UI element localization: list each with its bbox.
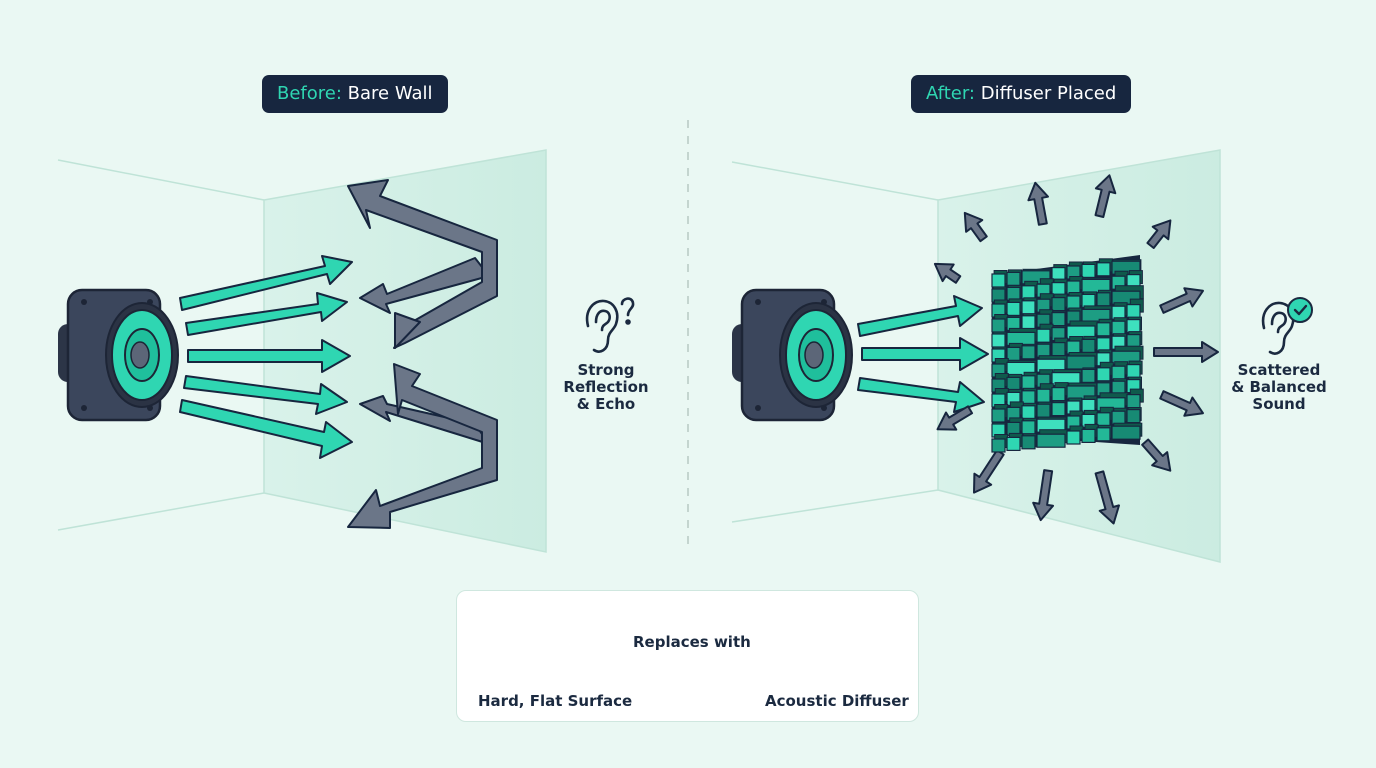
before-label-suffix: Bare Wall — [347, 83, 433, 104]
diffuser-block — [1066, 295, 1081, 310]
scatter-arrow — [1094, 174, 1117, 218]
after-label: After: Diffuser Placed — [911, 75, 1132, 113]
diffuser-block — [1111, 365, 1126, 380]
after-caption-line: Scattered — [1237, 361, 1321, 379]
scatter-arrow — [1027, 181, 1049, 226]
diffuser-block — [991, 318, 1006, 333]
diffuser-block — [1066, 430, 1081, 445]
before-label-prefix: Before: — [277, 83, 342, 104]
after-label-prefix: After: — [926, 83, 975, 104]
diffuser-block — [1051, 342, 1066, 357]
diffuser-block — [1036, 403, 1051, 418]
after-caption-line: Sound — [1252, 395, 1306, 413]
diffuser-block — [1051, 387, 1066, 402]
scatter-arrow — [1032, 469, 1054, 522]
scatter-arrow — [963, 211, 988, 243]
before-caption-line: & Echo — [576, 395, 636, 413]
diffuser-block — [1021, 285, 1036, 300]
diffuser-block — [1081, 338, 1096, 353]
diffuser-block — [1096, 337, 1111, 352]
check-badge-icon — [1287, 297, 1313, 323]
diffuser-block — [1036, 328, 1051, 343]
scatter-arrow — [936, 405, 974, 431]
diffuser-block — [1036, 388, 1051, 403]
scatter-arrow — [1159, 287, 1204, 314]
diffuser-block — [1096, 367, 1111, 382]
incident-sound-arrows-after — [857, 295, 989, 413]
diffuser-block — [1051, 312, 1066, 327]
diffuser-block — [991, 333, 1006, 348]
diffuser-block — [1021, 300, 1036, 315]
diffuser-block — [1021, 315, 1036, 330]
legend-box — [456, 590, 919, 722]
scattered-sound-arrows — [933, 174, 1219, 525]
diffuser-block — [1126, 394, 1141, 409]
after-caption-line: & Balanced — [1231, 378, 1327, 396]
before-caption: Strong Reflection & Echo — [556, 362, 656, 413]
diffuser-block — [1111, 380, 1126, 395]
diffuser-block — [1111, 320, 1126, 335]
reflection-arrows — [347, 179, 498, 529]
diffuser-block — [1096, 292, 1111, 307]
scatter-arrow — [933, 262, 962, 284]
diffuser-block — [1006, 376, 1021, 391]
incident-sound-arrows — [179, 255, 353, 459]
diffuser-block — [1081, 263, 1096, 278]
diffuser-block — [1126, 364, 1141, 379]
diffuser-block — [1096, 412, 1111, 427]
diffuser-block — [1021, 405, 1036, 420]
diffuser-block — [1051, 402, 1066, 417]
acoustic-diffuser-panel — [991, 255, 1144, 453]
after-caption: Scattered & Balanced Sound — [1226, 362, 1332, 413]
scatter-arrow — [1094, 470, 1120, 525]
diffuser-block — [1111, 425, 1141, 440]
diffuser-block — [1096, 427, 1111, 442]
diffuser-block — [1111, 410, 1126, 425]
diffuser-block — [991, 438, 1006, 453]
diffuser-block — [1021, 345, 1036, 360]
diffuser-block — [1006, 436, 1021, 451]
speaker-icon — [58, 288, 179, 422]
legend-arrow-label: Replaces with — [633, 633, 751, 651]
diffuser-block — [1081, 368, 1096, 383]
diffuser-block — [1021, 375, 1036, 390]
question-mark-icon — [620, 297, 635, 325]
scatter-arrow — [1159, 390, 1204, 417]
diffuser-block — [1006, 271, 1021, 286]
diffuser-block — [991, 408, 1006, 423]
scatter-arrow — [1153, 341, 1219, 363]
ear-icon — [1261, 301, 1295, 355]
diffuser-block — [1126, 334, 1141, 349]
diffuser-block — [1096, 322, 1111, 337]
diffuser-block — [1051, 297, 1066, 312]
diffuser-block — [1036, 433, 1066, 448]
scatter-arrow — [973, 449, 1005, 494]
diffuser-block — [1006, 301, 1021, 316]
diffuser-block — [1126, 304, 1141, 319]
diffuser-block — [1081, 428, 1096, 443]
diffuser-block — [1021, 435, 1036, 450]
diffuser-block — [991, 273, 1006, 288]
diffuser-block — [1021, 420, 1036, 435]
scatter-arrow — [1146, 219, 1172, 249]
before-caption-line: Strong — [577, 361, 635, 379]
diffuser-block — [1006, 346, 1021, 361]
legend-right-label: Acoustic Diffuser — [765, 692, 909, 710]
diffuser-block — [1126, 409, 1141, 424]
diffuser-block — [1126, 319, 1141, 334]
speaker-icon — [732, 288, 853, 422]
legend-left-label: Hard, Flat Surface — [478, 692, 633, 710]
diffuser-block — [1066, 355, 1096, 370]
after-label-suffix: Diffuser Placed — [980, 83, 1117, 104]
before-caption-line: Reflection — [563, 378, 649, 396]
scatter-arrow — [1141, 438, 1172, 472]
diffuser-block — [1021, 390, 1036, 405]
before-label: Before: Bare Wall — [262, 75, 448, 113]
ear-icon — [585, 299, 619, 353]
diffuser-block — [1096, 262, 1111, 277]
